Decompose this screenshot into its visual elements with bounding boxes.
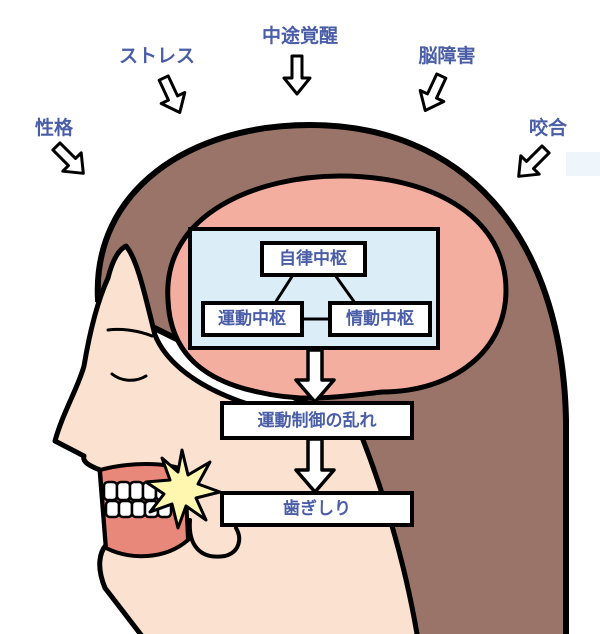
factor-stress: ストレス	[119, 45, 195, 67]
eyebrow	[106, 327, 154, 338]
bruxism-box	[220, 491, 414, 527]
impact-starburst-icon	[144, 448, 222, 530]
connector-lines	[273, 274, 357, 321]
autonomic-center-box	[260, 241, 367, 277]
factor-nocturnal-awakening: 中途覚醒	[262, 24, 338, 47]
bruxism-label: 歯ぎしり	[283, 498, 351, 519]
arrow-down-icon	[282, 54, 312, 96]
closed-eye-icon	[110, 372, 148, 382]
ear	[187, 518, 242, 559]
motor-control-disorder-label: 運動制御の乱れ	[258, 410, 377, 431]
motor-control-disorder-box	[220, 401, 414, 440]
flow-arrow-down-icon	[294, 348, 336, 404]
arrow-down-icon	[411, 69, 455, 118]
factor-personality: 性格	[35, 116, 74, 139]
faint-marker	[566, 152, 600, 176]
motor-center-label: 運動中枢	[218, 308, 286, 329]
arrow-down-icon	[45, 135, 95, 185]
arrow-down-icon	[507, 138, 557, 188]
arrow-down-icon	[150, 71, 194, 120]
emotional-center-label: 情動中枢	[346, 308, 414, 329]
factor-brain-damage: 脳障害	[417, 44, 475, 67]
flow-arrow-down-icon	[294, 437, 336, 494]
autonomic-center-label: 自律中枢	[279, 248, 347, 269]
emotional-center-box	[328, 301, 432, 337]
factor-occlusion: 咬合	[529, 116, 568, 139]
motor-center-box	[201, 301, 304, 337]
